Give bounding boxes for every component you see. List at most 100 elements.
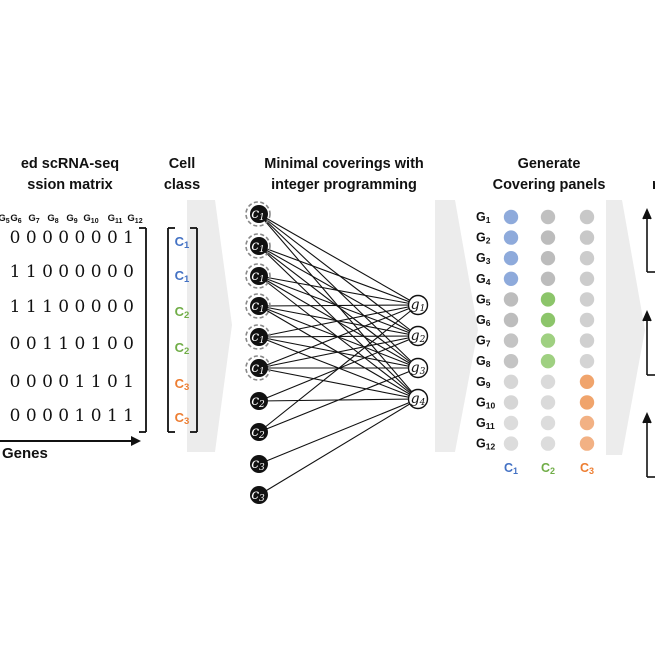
panel-dot xyxy=(540,333,556,348)
stage-arrow-3 xyxy=(606,200,645,455)
panel-dot xyxy=(503,292,519,307)
panel-dot xyxy=(579,312,595,328)
cell-class-label: C2 xyxy=(175,340,190,357)
panel-dot xyxy=(579,271,595,286)
matrix-row: 0 0 1 1 0 1 0 0 xyxy=(10,334,134,354)
cut-plot-axes xyxy=(642,208,655,478)
svg-text:c1: c1 xyxy=(251,360,265,377)
gene-node: g1 xyxy=(407,294,429,316)
gene-header-g10: G10 xyxy=(83,213,98,225)
gene-node: g2 xyxy=(407,325,429,347)
panel-dot xyxy=(540,209,556,225)
cell-class-bracket xyxy=(167,227,198,433)
matrix-row: 0 0 0 0 1 1 0 1 xyxy=(10,372,134,392)
cell-class-label: C3 xyxy=(175,376,190,393)
panel-gene-label: G5 xyxy=(476,292,491,307)
svg-text:c3: c3 xyxy=(251,456,265,473)
cell-class-title-line2: class xyxy=(164,177,200,193)
panel-column-label: C3 xyxy=(580,461,594,476)
cell-node: c3 xyxy=(250,455,268,473)
cell-class-title-line1: Cell xyxy=(169,156,196,172)
svg-text:g1: g1 xyxy=(411,297,426,314)
panel-dot xyxy=(540,251,556,266)
graph-edge xyxy=(258,398,419,496)
gene-header-g12: G12 xyxy=(127,213,142,225)
svg-text:g2: g2 xyxy=(411,328,426,345)
panel-dot xyxy=(503,354,519,369)
panel-dot xyxy=(503,436,519,451)
panel-dot xyxy=(579,230,595,245)
cut-right-title: r xyxy=(652,177,655,193)
panel-gene-label: G3 xyxy=(476,251,491,266)
panel-dot xyxy=(540,271,556,286)
gene-header-g6: G6 xyxy=(10,213,21,225)
svg-text:c3: c3 xyxy=(251,487,265,504)
panel-gene-label: G1 xyxy=(476,210,491,225)
matrix-title-line2: ssion matrix xyxy=(27,177,112,193)
panel-dot xyxy=(503,333,519,348)
genes-axis-label: Genes xyxy=(2,445,48,462)
panel-dot xyxy=(540,354,556,369)
panel-dot xyxy=(503,312,519,328)
cell-class-label: C3 xyxy=(175,410,190,427)
panels-title-line2: Covering panels xyxy=(493,177,606,193)
covering-title-line2: integer programming xyxy=(271,177,417,193)
svg-text:c1: c1 xyxy=(251,268,265,285)
expression-matrix: 0 0 0 0 0 0 0 1 1 1 0 0 0 0 0 0 1 1 1 0 0 … xyxy=(10,228,134,426)
panel-gene-label: G2 xyxy=(476,231,491,246)
panel-dot xyxy=(540,292,556,307)
panel-column-label: C1 xyxy=(504,461,518,476)
panel-dot xyxy=(579,374,595,389)
gene-node: g4 xyxy=(407,388,429,410)
cell-class-label: C1 xyxy=(175,268,190,285)
panel-dot xyxy=(503,415,519,431)
graph-edge xyxy=(258,275,419,369)
panel-dot xyxy=(579,436,595,451)
graph-edge xyxy=(258,275,419,306)
cell-node: c3 xyxy=(250,486,268,504)
panel-gene-label: G11 xyxy=(476,416,495,431)
svg-text:c1: c1 xyxy=(251,329,265,346)
panel-dot xyxy=(503,395,519,410)
cell-class-label: C2 xyxy=(175,304,190,321)
gene-header-g9: G9 xyxy=(66,213,77,225)
matrix-row: 1 1 1 0 0 0 0 0 xyxy=(10,297,134,317)
gene-header-g7: G7 xyxy=(28,213,39,225)
panel-column-label: C2 xyxy=(541,461,555,476)
panel-dot xyxy=(540,230,556,245)
panel-dot xyxy=(503,230,519,245)
genes-axis-arrowhead xyxy=(131,436,141,446)
panel-dot xyxy=(579,292,595,307)
cell-node: c1 xyxy=(245,324,271,350)
graph-edge xyxy=(258,304,419,369)
panel-gene-label: G4 xyxy=(476,272,491,287)
graph-edge xyxy=(258,245,419,369)
panel-dot xyxy=(503,209,519,225)
stage-arrow-2 xyxy=(435,200,478,452)
panel-dot xyxy=(579,415,595,431)
panel-gene-label: G12 xyxy=(476,437,495,452)
panel-gene-label: G9 xyxy=(476,375,491,390)
matrix-title-line1: ed scRNA-seq xyxy=(21,156,119,172)
svg-text:c1: c1 xyxy=(251,206,265,223)
gene-node: g3 xyxy=(407,357,429,379)
svg-text:g4: g4 xyxy=(411,391,426,408)
graph-edge xyxy=(258,367,419,433)
panel-dot xyxy=(579,333,595,348)
graph-edge xyxy=(258,304,419,338)
panel-dot xyxy=(540,312,556,328)
graph-edge xyxy=(258,304,419,307)
matrix-row: 0 0 0 0 0 0 0 1 xyxy=(10,228,134,248)
cell-node: c2 xyxy=(250,392,268,410)
panel-dot xyxy=(579,209,595,225)
graph-edge xyxy=(258,245,419,306)
gene-header-g5: G5 xyxy=(0,213,10,225)
panel-dot xyxy=(540,436,556,451)
panel-dot xyxy=(540,415,556,431)
matrix-row: 1 1 0 0 0 0 0 0 xyxy=(10,262,134,282)
svg-text:c2: c2 xyxy=(251,424,265,441)
